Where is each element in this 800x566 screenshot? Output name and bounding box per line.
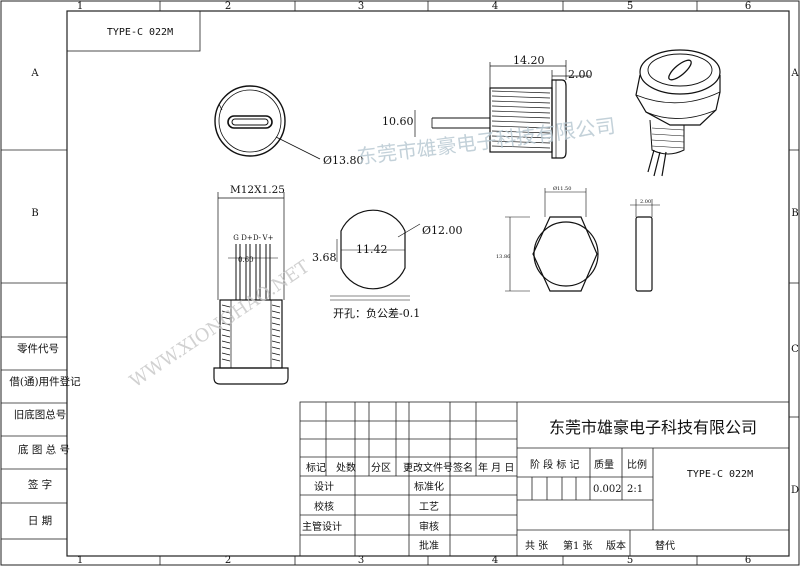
col-label: 4	[492, 555, 498, 566]
replace-label: 替代	[655, 539, 675, 552]
col-label: 3	[358, 555, 364, 566]
hole-flat-label: 11.42	[356, 243, 388, 256]
col-label: 1	[77, 555, 83, 566]
side-table	[0, 336, 68, 540]
side-label: 日 期	[28, 515, 52, 527]
scale-label: 比例	[627, 458, 647, 471]
thread-label: M12X1.25	[230, 184, 285, 196]
rev-header: 分区	[371, 462, 391, 474]
hole-offset-label: 3.68	[312, 251, 337, 264]
row-label: B	[31, 208, 38, 219]
side-label: 签 字	[28, 478, 52, 491]
role-label: 设计	[314, 480, 334, 493]
pin-label: G	[233, 234, 239, 242]
side-label: 零件代号	[17, 343, 59, 355]
watermark-site: WWW.XIONGHAO.NET	[126, 256, 313, 392]
role-label: 主管设计	[302, 520, 342, 533]
rev-header: 标记	[306, 462, 326, 474]
hole-dia-label: Ø12.00	[422, 224, 463, 237]
part-name: TYPE-C 022M	[687, 469, 753, 480]
nut-across-label: Ø11.50	[553, 185, 571, 192]
col-label: 1	[77, 1, 83, 12]
role-label: 批准	[419, 539, 439, 552]
front-view	[214, 85, 321, 160]
row-label: A	[790, 68, 799, 79]
side-label: 旧底图总号	[14, 408, 67, 421]
company-name: 东莞市雄豪电子科技有限公司	[549, 418, 757, 437]
role-label: 审核	[419, 520, 439, 533]
row-label: A	[30, 68, 39, 79]
front-dia-label: Ø13.80	[323, 154, 364, 167]
side-label: 借(通)用件登记	[9, 375, 81, 388]
flange-label: 2.00	[568, 68, 593, 81]
row-label: C	[791, 344, 799, 355]
col-label: 5	[627, 1, 633, 12]
role-label: 工艺	[419, 501, 439, 513]
col-label: 2	[225, 555, 231, 566]
col-label: 3	[358, 1, 364, 12]
role-label: 标准化	[414, 480, 444, 493]
pin-label: V+	[262, 234, 274, 242]
title-box	[66, 10, 201, 52]
scale-value: 2:1	[627, 484, 643, 495]
inner-frame	[66, 10, 790, 557]
col-label: 6	[745, 1, 751, 12]
stage-label: 阶 段 标 记	[530, 458, 580, 471]
col-label: 4	[492, 1, 498, 12]
sheet-no: 第1 张	[563, 539, 593, 552]
sheet-total: 共 张	[525, 540, 548, 552]
title-block	[299, 401, 790, 557]
row-label: B	[791, 208, 798, 219]
pin-label: D+	[241, 234, 253, 242]
pin-view	[213, 192, 289, 385]
mass-value: 0.002	[593, 484, 622, 495]
pin-label: D-	[253, 234, 262, 242]
role-label: 校核	[314, 500, 334, 513]
hole-note: 开孔：负公差-0.1	[333, 306, 420, 320]
mass-label: 质量	[594, 459, 614, 471]
nut-thick-label: 2.00	[640, 199, 651, 205]
col-label: 6	[745, 555, 751, 566]
rev-header: 更改文件号	[403, 461, 453, 474]
pin-pitch-label: 0.60	[238, 256, 254, 264]
length-label: 14.20	[513, 54, 545, 67]
iso-view	[635, 49, 721, 177]
side-label: 底 图 总 号	[18, 443, 70, 456]
row-label: D	[791, 485, 799, 496]
rev-header: 处数	[336, 461, 356, 474]
col-label: 2	[225, 1, 231, 12]
hole-view	[330, 209, 421, 301]
nut-view	[505, 188, 660, 292]
rev-header: 签名	[453, 461, 473, 474]
title-box-text: TYPE-C 022M	[107, 27, 173, 38]
rev-header: 年 月 日	[478, 461, 514, 474]
height-label: 10.60	[382, 115, 414, 128]
nut-width-label: 13.86	[496, 254, 510, 260]
side-view	[414, 60, 590, 159]
col-label: 5	[627, 555, 633, 566]
version-label: 版本	[606, 539, 626, 552]
